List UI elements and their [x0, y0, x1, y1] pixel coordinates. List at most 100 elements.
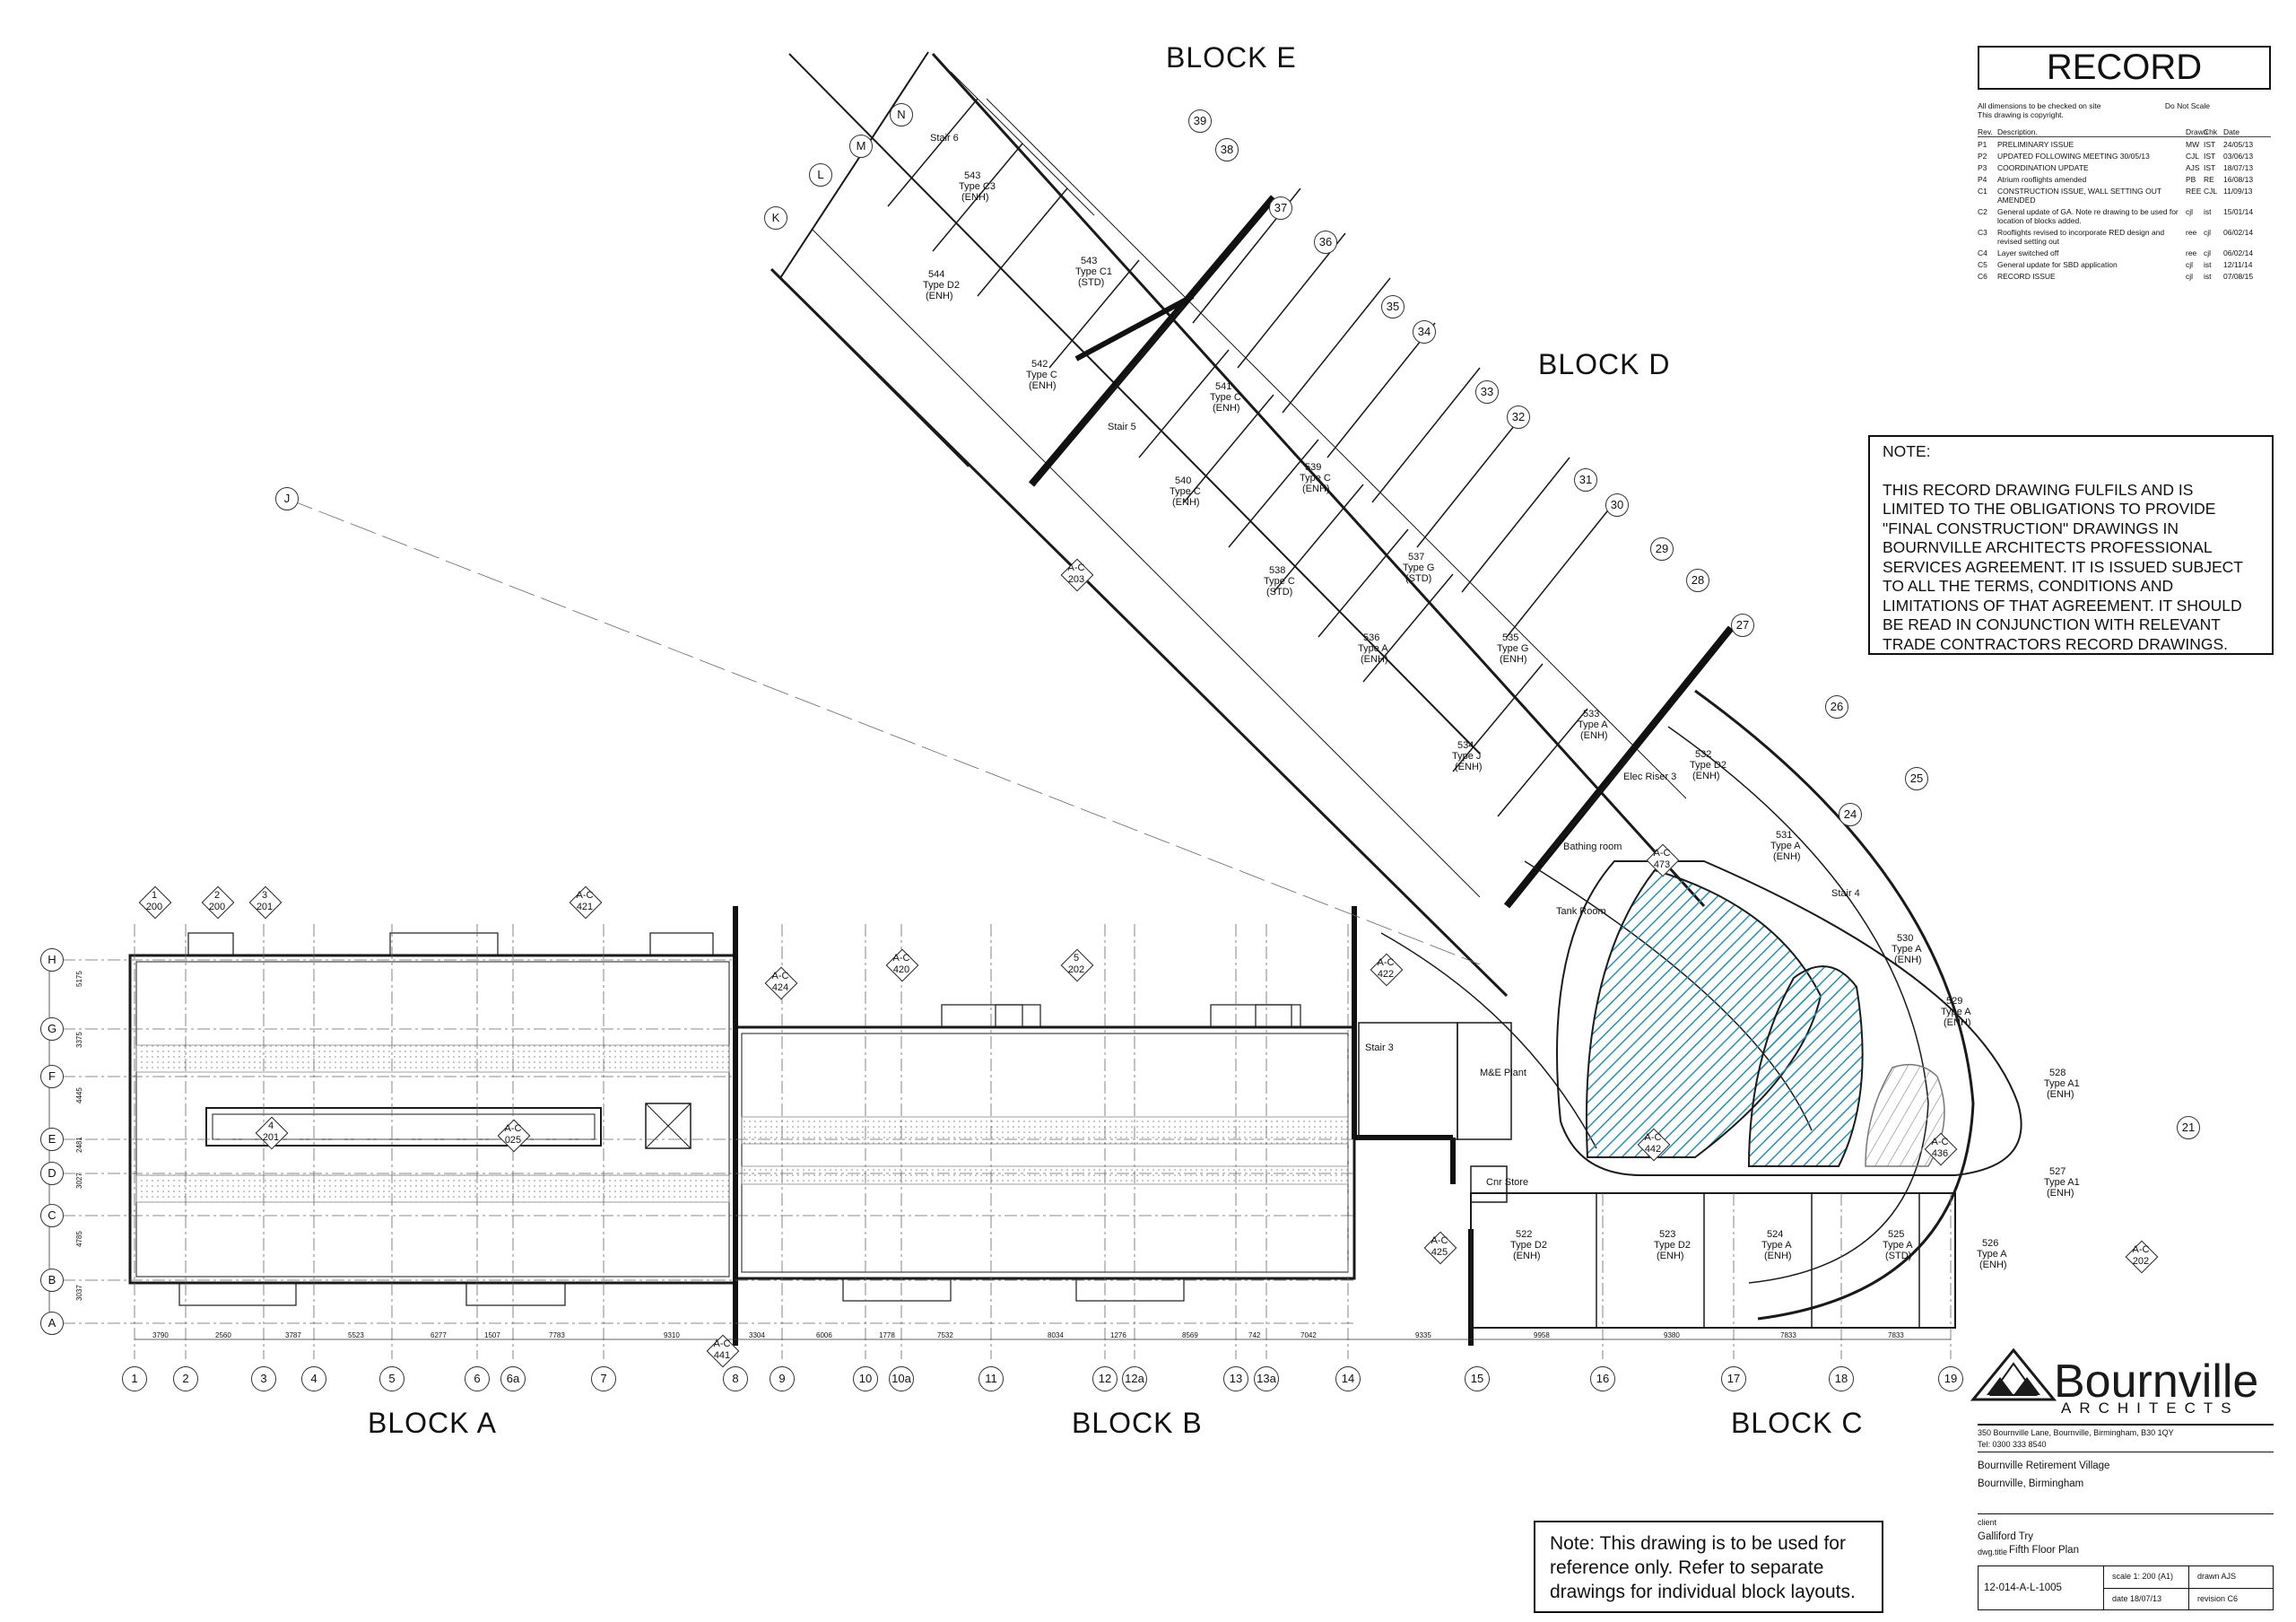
- grid-bubble-31: 31: [1574, 468, 1597, 492]
- room-number: 540: [1175, 475, 1192, 486]
- room-number: 529: [1946, 996, 1963, 1007]
- room-number: 530: [1897, 933, 1914, 944]
- grid-bubble-A: A: [40, 1312, 64, 1335]
- grid-bubble-26: 26: [1825, 695, 1848, 719]
- grid-bubble-15: 15: [1465, 1366, 1490, 1391]
- grid-bubble-24: 24: [1839, 803, 1862, 826]
- section-marker-top: A-C: [771, 971, 789, 981]
- grid-bubble-3: 3: [251, 1366, 276, 1391]
- revision-desc: UPDATED FOLLOWING MEETING 30/05/13: [1997, 152, 2150, 161]
- grid-bubble-12a: 12a: [1122, 1366, 1147, 1391]
- grid-lines-horizontal: [63, 959, 1354, 1324]
- section-marker-top: A-C: [713, 1339, 731, 1349]
- revision-desc: CONSTRUCTION ISSUE, WALL SETTING OUT AME…: [1997, 187, 2161, 205]
- revision-desc: Layer switched off: [1997, 249, 2059, 257]
- grid-bubble-16: 16: [1590, 1366, 1615, 1391]
- firm-logo-icon: [1970, 1347, 2057, 1401]
- grid-bubble-8: 8: [723, 1366, 748, 1391]
- grid-bubble-J: J: [275, 487, 299, 510]
- dimension: 2560: [215, 1331, 231, 1339]
- grid-bubble-14: 14: [1335, 1366, 1361, 1391]
- drawing-date: date 18/07/13: [2112, 1594, 2162, 1603]
- dimension: 9310: [664, 1331, 680, 1339]
- grid-bubble-1: 1: [122, 1366, 147, 1391]
- room-number: 539: [1305, 462, 1322, 473]
- revision-drawn: PB: [2186, 175, 2196, 184]
- room-note: (ENH): [1657, 1251, 1684, 1261]
- drawing-number: 12-014-A-L-1005: [1984, 1583, 2062, 1593]
- dimension: 3027: [75, 1173, 83, 1189]
- revision-chk: IST: [2204, 163, 2216, 172]
- section-marker-bottom: 436: [1931, 1148, 1949, 1159]
- room-type: Type C: [1264, 576, 1295, 587]
- room-type: Type C3: [959, 181, 996, 192]
- revision-date: 18/07/13: [2223, 163, 2254, 172]
- dimension: 7532: [937, 1331, 953, 1339]
- space-label: Stair 5: [1108, 422, 1136, 432]
- section-marker-top: A-C: [1653, 848, 1671, 859]
- grid-bubble-C: C: [40, 1204, 64, 1227]
- space-label: Stair 6: [930, 133, 959, 144]
- notes-line-1: All dimensions to be checked on site: [1978, 101, 2101, 110]
- dimension: 4445: [75, 1087, 83, 1103]
- grid-lines-vertical: [134, 924, 1952, 1359]
- room-number: 534: [1457, 740, 1474, 751]
- record-stamp: RECORD: [1978, 46, 2271, 90]
- room-note: (ENH): [1773, 851, 1801, 862]
- room-note: (ENH): [1029, 380, 1057, 391]
- grid-bubble-7: 7: [591, 1366, 616, 1391]
- dimension: 6277: [430, 1331, 447, 1339]
- revision-chk: IST: [2204, 152, 2216, 161]
- grid-bubble-18: 18: [1829, 1366, 1854, 1391]
- room-number: 527: [2049, 1166, 2066, 1177]
- grid-bubble-10a: 10a: [889, 1366, 914, 1391]
- space-label: Tank Room: [1556, 906, 1606, 917]
- space-label: Bathing room: [1563, 842, 1622, 852]
- section-marker-top: A-C: [1431, 1235, 1448, 1246]
- section-marker-top: A-C: [1377, 957, 1395, 968]
- revision-date: 12/11/14: [2223, 260, 2253, 269]
- reference-note-box: Note: This drawing is to be used for ref…: [1534, 1521, 1883, 1613]
- section-marker-bottom: 202: [2132, 1256, 2150, 1267]
- section-marker-top: A-C: [2132, 1244, 2150, 1255]
- room-number: 528: [2049, 1068, 2066, 1078]
- room-type: Type C: [1026, 370, 1057, 380]
- section-marker-top: A-C: [576, 890, 594, 901]
- room-type: Type A: [1761, 1240, 1792, 1251]
- dimension: 5175: [75, 971, 83, 987]
- grid-bubble-H: H: [40, 948, 64, 972]
- room-note: (STD): [1078, 277, 1105, 288]
- grid-bubble-N: N: [890, 103, 913, 126]
- room-type: Type G: [1403, 562, 1435, 573]
- dimension: 9335: [1415, 1331, 1431, 1339]
- room-type: Type A: [1892, 944, 1922, 955]
- section-marker-top: A-C: [892, 953, 910, 964]
- section-marker-top: 3: [261, 890, 268, 901]
- scale: scale 1: 200 (A1): [2112, 1572, 2174, 1581]
- header-chk: Chk: [2204, 127, 2218, 136]
- atrium: [1556, 860, 2022, 1176]
- revision-desc: RECORD ISSUE: [1997, 272, 2056, 281]
- firm-name: Bournville: [2054, 1356, 2259, 1408]
- dimension: 3790: [152, 1331, 169, 1339]
- notes-line-2: This drawing is copyright.: [1978, 110, 2064, 119]
- dimension: 3375: [75, 1032, 83, 1048]
- grid-bubble-28: 28: [1686, 569, 1709, 592]
- room-type: Type D2: [1690, 760, 1726, 771]
- note-title: NOTE:: [1883, 442, 1931, 460]
- room-type: Type A1: [2044, 1177, 2080, 1188]
- revision-header: Rev. Description. Drawn Chk Date: [1978, 127, 2271, 137]
- room-note: (ENH): [1944, 1017, 1971, 1028]
- revision-desc: General update of GA. Note re drawing to…: [1997, 207, 2179, 225]
- room-note: (ENH): [1513, 1251, 1541, 1261]
- room-note: (ENH): [1455, 762, 1483, 772]
- header-date: Date: [2223, 127, 2239, 136]
